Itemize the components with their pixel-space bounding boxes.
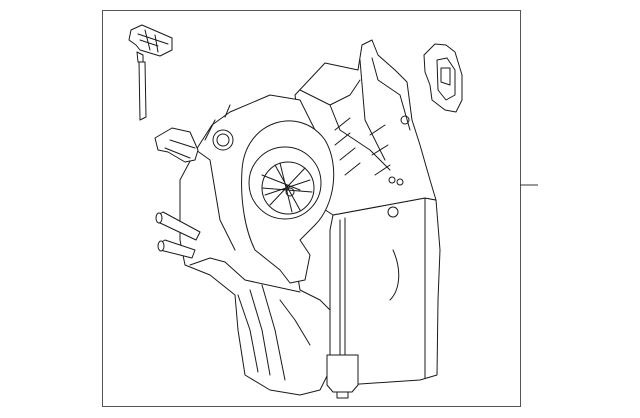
diagram-frame (102, 10, 521, 407)
blower-housing-assembly[interactable] (154, 39, 441, 399)
temperature-sensor[interactable] (128, 24, 173, 121)
mounting-bracket[interactable] (423, 43, 463, 113)
